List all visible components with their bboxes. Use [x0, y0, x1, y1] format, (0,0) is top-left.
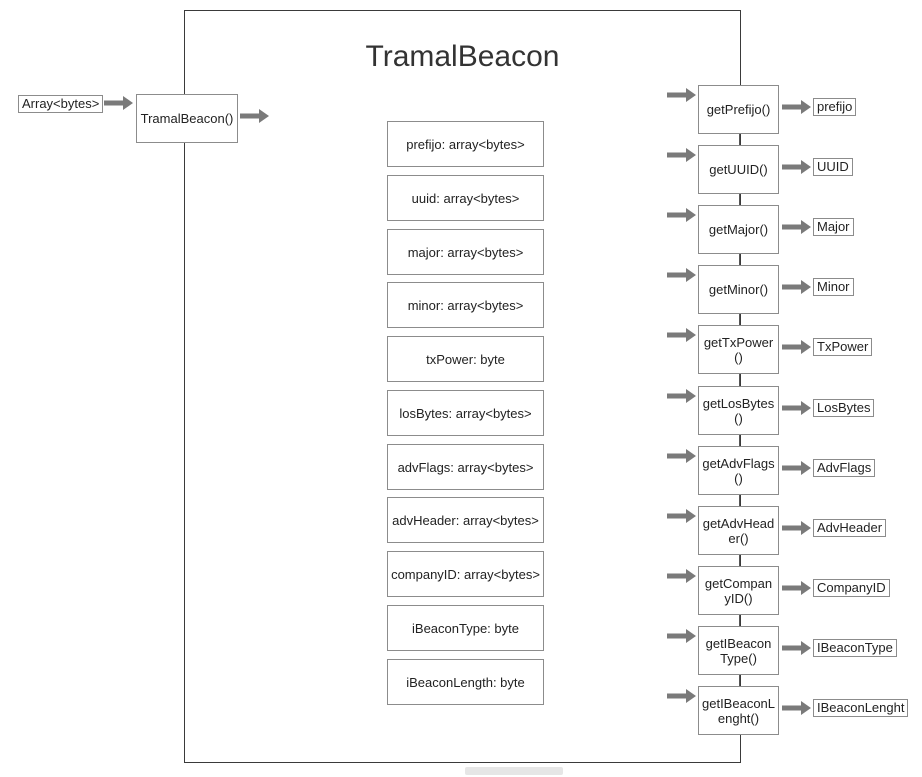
field-box: txPower: byte: [387, 336, 544, 382]
method-label: getMinor(): [708, 282, 769, 297]
method-output-arrow-icon: [782, 701, 811, 715]
constructor-box: TramalBeacon(): [136, 94, 238, 143]
method-output-arrow-icon: [782, 641, 811, 655]
method-input-arrow-icon: [667, 208, 696, 222]
constructor-label: TramalBeacon(): [140, 111, 234, 126]
field-label: advFlags: array<bytes>: [397, 459, 534, 475]
method-output-arrow-icon: [782, 581, 811, 595]
field-box: minor: array<bytes>: [387, 282, 544, 328]
method-output-label: Major: [813, 218, 854, 236]
field-box: iBeaconLength: byte: [387, 659, 544, 705]
field-box: prefijo: array<bytes>: [387, 121, 544, 167]
field-box: major: array<bytes>: [387, 229, 544, 275]
method-output-label: UUID: [813, 158, 853, 176]
method-output-label: IBeaconLenght: [813, 699, 909, 717]
field-box: iBeaconType: byte: [387, 605, 544, 651]
method-output-label: Minor: [813, 278, 854, 296]
method-box: getLosBytes(): [698, 386, 779, 435]
field-label: advHeader: array<bytes>: [392, 512, 539, 528]
method-input-arrow-icon: [667, 268, 696, 282]
method-box: getAdvHeader(): [698, 506, 779, 555]
field-box: advHeader: array<bytes>: [387, 497, 544, 543]
method-output-arrow-icon: [782, 280, 811, 294]
method-input-arrow-icon: [667, 449, 696, 463]
method-output-label: IBeaconType: [813, 639, 897, 657]
method-output-label: CompanyID: [813, 579, 890, 597]
field-label: iBeaconType: byte: [412, 620, 519, 636]
method-box: getAdvFlags(): [698, 446, 779, 495]
horizontal-scrollbar[interactable]: [465, 767, 563, 775]
field-label: iBeaconLength: byte: [406, 674, 525, 690]
method-output-label: AdvHeader: [813, 519, 887, 537]
method-input-arrow-icon: [667, 629, 696, 643]
method-box: getPrefijo(): [698, 85, 779, 134]
field-label: minor: array<bytes>: [407, 297, 524, 313]
constructor-output-arrow-icon: [240, 109, 269, 123]
method-output-arrow-icon: [782, 100, 811, 114]
method-label: getUUID(): [709, 162, 768, 177]
method-output-arrow-icon: [782, 461, 811, 475]
method-box: getIBeaconType(): [698, 626, 779, 675]
field-box: companyID: array<bytes>: [387, 551, 544, 597]
method-input-arrow-icon: [667, 509, 696, 523]
method-label: getAdvHeader(): [702, 515, 775, 546]
field-label: uuid: array<bytes>: [411, 190, 520, 206]
method-output-label: LosBytes: [813, 399, 875, 417]
method-label: getAdvFlags(): [702, 455, 775, 486]
method-label: getTxPower(): [703, 334, 774, 365]
field-label: companyID: array<bytes>: [391, 566, 540, 582]
method-input-arrow-icon: [667, 88, 696, 102]
method-output-arrow-icon: [782, 401, 811, 415]
method-box: getUUID(): [698, 145, 779, 194]
method-output-label: TxPower: [813, 338, 873, 356]
method-label: getIBeaconLenght(): [702, 695, 776, 726]
method-input-arrow-icon: [667, 569, 696, 583]
field-box: uuid: array<bytes>: [387, 175, 544, 221]
method-box: getTxPower(): [698, 325, 779, 374]
input-label: Array<bytes>: [18, 95, 104, 113]
method-box: getMinor(): [698, 265, 779, 314]
method-label: getIBeaconType(): [705, 635, 772, 666]
method-input-arrow-icon: [667, 328, 696, 342]
method-box: getMajor(): [698, 205, 779, 254]
method-output-label: AdvFlags: [813, 459, 876, 477]
method-output-arrow-icon: [782, 160, 811, 174]
method-box: getCompanyID(): [698, 566, 779, 615]
method-label: getPrefijo(): [706, 102, 771, 117]
field-label: txPower: byte: [426, 351, 505, 367]
method-output-arrow-icon: [782, 340, 811, 354]
method-output-label: prefijo: [813, 98, 857, 116]
class-title: TramalBeacon: [365, 40, 560, 73]
method-label: getMajor(): [708, 222, 769, 237]
field-box: losBytes: array<bytes>: [387, 390, 544, 436]
method-output-arrow-icon: [782, 220, 811, 234]
field-label: prefijo: array<bytes>: [406, 136, 525, 152]
method-box: getIBeaconLenght(): [698, 686, 779, 735]
method-output-arrow-icon: [782, 521, 811, 535]
method-input-arrow-icon: [667, 389, 696, 403]
input-arrow-icon: [104, 96, 133, 110]
method-input-arrow-icon: [667, 689, 696, 703]
method-label: getLosBytes(): [702, 395, 775, 426]
method-label: getCompanyID(): [704, 575, 773, 606]
field-box: advFlags: array<bytes>: [387, 444, 544, 490]
field-label: losBytes: array<bytes>: [399, 405, 532, 421]
method-input-arrow-icon: [667, 148, 696, 162]
field-label: major: array<bytes>: [407, 244, 524, 260]
